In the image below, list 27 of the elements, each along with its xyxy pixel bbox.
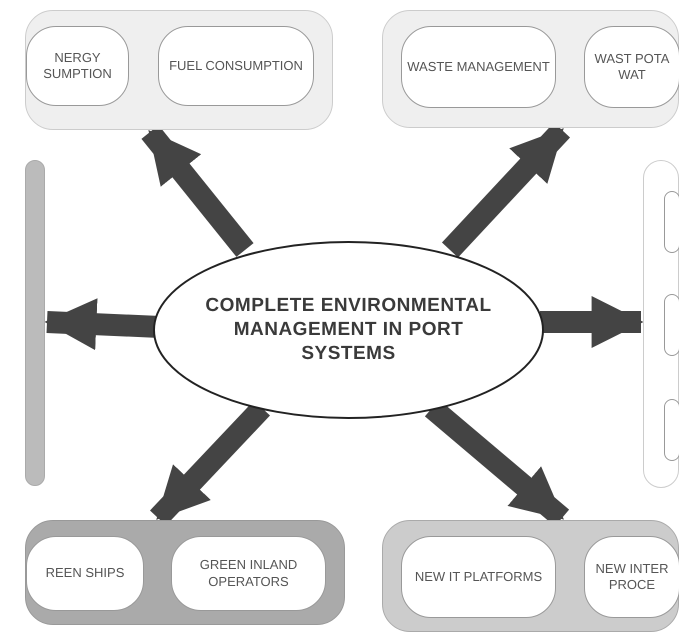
topic-pill [664,399,679,461]
topic-label: WASTE MANAGEMENT [406,58,551,76]
topic-label: WAST POTA WAT [594,50,670,84]
topic-label: REEN SHIPS [44,565,126,582]
topic-pill [401,536,556,618]
topic-label: NERGY SUMPTION [42,50,113,82]
topic-pill [26,26,129,106]
group-panel [382,520,679,632]
topic-label: GREEN INLAND OPERATORS [198,557,298,590]
group-panel [382,10,679,128]
topic-label: NEW INTER PROCE [594,560,670,594]
topic-pill [401,26,556,108]
group-panel [25,10,333,130]
topic-pill [158,26,314,106]
topic-pill [664,191,679,253]
topic-pill [584,26,679,108]
topic-pill [664,294,679,356]
arrow [540,296,644,348]
topic-pill [584,536,679,618]
topic-pill [26,536,144,611]
group-panel [25,160,45,486]
group-panel [643,160,679,488]
group-panel [25,520,345,625]
topic-label: FUEL CONSUMPTION [168,58,304,74]
title-text: COMPLETE ENVIRONMENTAL MANAGEMENT IN PORT SYSTEMS [204,294,493,366]
topic-label: NEW IT PLATFORMS [414,568,544,586]
topic-pill [171,536,326,611]
